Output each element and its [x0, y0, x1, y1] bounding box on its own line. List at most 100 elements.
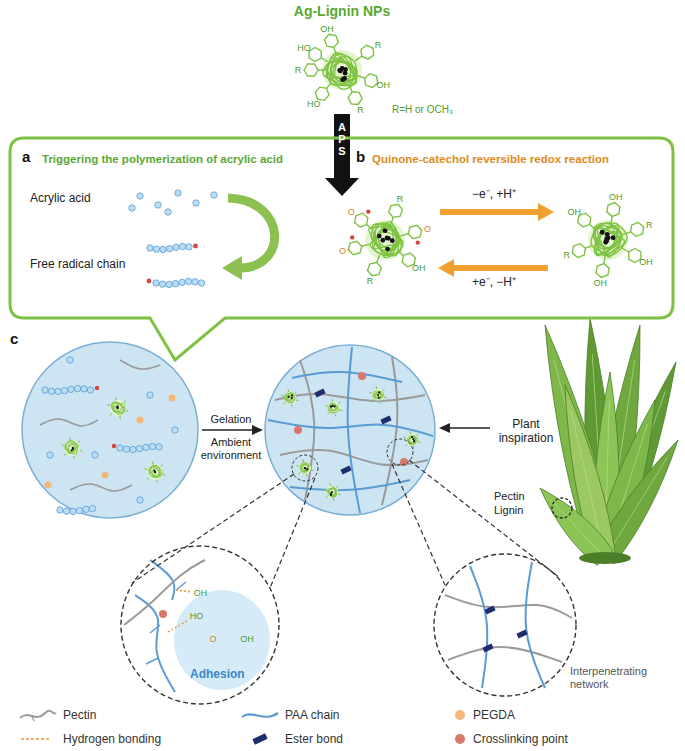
acrylic-acid-bead — [179, 243, 185, 249]
acrylic-acid-bead — [81, 386, 87, 392]
ring-stub — [323, 489, 326, 491]
core-strand — [284, 396, 292, 400]
silver-dot — [288, 396, 290, 398]
panel-letter: c — [10, 330, 18, 347]
core-strand — [112, 403, 122, 412]
silver-dot — [153, 470, 155, 472]
adhesion-glow — [174, 590, 270, 690]
panel-letter: a — [22, 148, 30, 165]
bond — [357, 75, 365, 78]
silver-dot — [331, 491, 333, 493]
silver-dot — [291, 397, 293, 399]
ring-stub — [309, 462, 311, 464]
ring-stub — [144, 468, 147, 470]
aromatic-ring — [365, 74, 378, 88]
silver-dot — [380, 238, 385, 243]
radical-dot — [193, 244, 198, 249]
bond — [601, 276, 603, 278]
atom-label: OH — [568, 207, 582, 217]
core-strand — [65, 440, 78, 453]
acrylic-acid-bead — [153, 246, 159, 252]
bond — [321, 58, 328, 62]
atom-label: O — [424, 223, 431, 233]
ring-stub — [110, 413, 112, 415]
redox-arrow — [440, 209, 540, 215]
silver-dot — [383, 228, 388, 233]
ring-stub — [413, 446, 415, 449]
circle-border — [121, 546, 279, 704]
legend-item: Hydrogen bonding — [18, 730, 161, 748]
reagent-label: APS — [337, 121, 348, 157]
ring-stub — [379, 401, 381, 404]
lignin-core — [365, 220, 405, 260]
ring-stub — [338, 402, 340, 404]
pegda-dot — [169, 395, 176, 402]
acrylic-acid-bead — [129, 205, 135, 211]
pectin-chain — [448, 647, 562, 662]
silver-dot — [411, 436, 413, 438]
bond — [611, 216, 612, 224]
core-strand — [112, 403, 124, 413]
legend-swatch-box — [240, 736, 280, 742]
legend-text: Crosslinking point — [473, 732, 568, 746]
acrylic-acid-bead — [70, 508, 76, 514]
ester-bond — [484, 606, 495, 615]
pectin-chain — [120, 360, 160, 369]
silver-dot — [390, 238, 395, 243]
species-label: Free radical chain — [30, 258, 125, 272]
reagent-arrow — [334, 114, 350, 179]
core-fill — [299, 462, 311, 474]
radical-dot — [112, 444, 116, 448]
atom-label: HO — [297, 43, 311, 53]
zoom-heading: Interpenetrating network — [570, 665, 678, 690]
arrow-head — [438, 259, 454, 277]
atom-label: R — [367, 276, 374, 286]
acrylic-acid-bead — [198, 280, 204, 286]
silver-dot — [330, 494, 332, 496]
acrylic-acid-bead — [42, 387, 48, 393]
ring-stub — [376, 386, 378, 389]
ring-stub — [294, 392, 296, 394]
bond — [585, 245, 593, 248]
zoom-leader — [132, 474, 294, 583]
core-strand — [377, 229, 402, 257]
ring-stub — [311, 469, 314, 471]
radical-dot — [350, 235, 354, 239]
leaf-midrib — [550, 499, 605, 559]
paa-chain — [348, 347, 360, 513]
core-strand — [300, 463, 309, 473]
legend-item: Ester bond — [240, 730, 343, 748]
atom-label: R — [563, 250, 570, 260]
bond — [397, 204, 399, 206]
acrylic-acid-bead — [155, 202, 161, 208]
core-strand — [327, 488, 336, 496]
atom-label: OH — [639, 257, 653, 267]
silver-dot — [306, 468, 308, 470]
radical-dot — [147, 279, 152, 284]
zoom-circle: Adhesion — [120, 545, 280, 705]
crosslink-point — [358, 372, 366, 380]
acrylic-acid-bead — [74, 385, 80, 391]
atom-label: R — [375, 40, 382, 50]
acrylic-acid-bead — [87, 387, 93, 393]
ring-stub — [73, 456, 75, 459]
circle-border — [434, 554, 576, 696]
ring-stub — [371, 399, 373, 401]
acrylic-acid-bead — [117, 445, 123, 451]
bond — [355, 56, 362, 61]
ester-bond — [340, 466, 351, 475]
lignin-core — [372, 389, 384, 401]
lignin-core — [284, 392, 296, 404]
acrylic-acid-bead — [185, 278, 191, 284]
process-arrow — [448, 427, 490, 429]
zoom-marker — [387, 439, 413, 465]
core-strand — [287, 393, 295, 403]
acrylic-acid-bead — [166, 281, 172, 287]
ring-stub — [416, 434, 418, 436]
silver-dot — [331, 405, 333, 407]
lignin-core — [322, 50, 362, 90]
aromatic-ring — [629, 249, 641, 263]
core-fill — [326, 486, 338, 498]
core-strand — [65, 442, 76, 454]
